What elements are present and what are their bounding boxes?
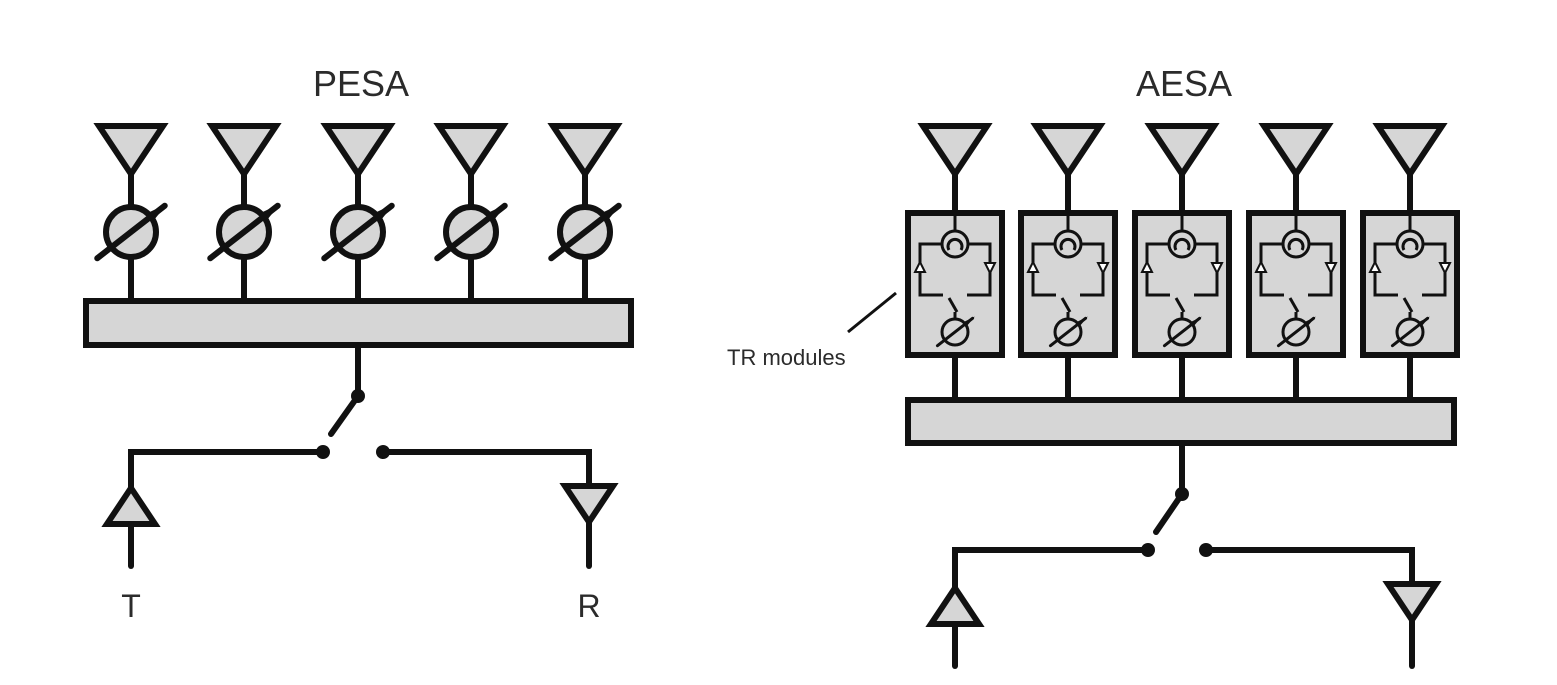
- tr-module: [1132, 210, 1232, 358]
- aesa-antenna-element: [1360, 123, 1460, 403]
- phase-shifter-icon: [207, 202, 281, 262]
- receiver-icon: [1382, 581, 1442, 669]
- circulator-icon: [1053, 229, 1083, 259]
- phase-shifter-icon: [1162, 316, 1202, 348]
- module-switch: [1402, 297, 1414, 313]
- phase-shifter-icon: [1048, 316, 1088, 348]
- aesa-feed-network: [905, 397, 1457, 446]
- phase-shifter-icon: [94, 202, 168, 262]
- pesa-antenna-element: [206, 123, 282, 304]
- tr-module: [1246, 210, 1346, 358]
- aesa-antenna-element: [905, 123, 1005, 403]
- tr-module: [1018, 210, 1118, 358]
- circulator-icon: [1167, 229, 1197, 259]
- aesa-antenna-element: [1132, 123, 1232, 403]
- tr-modules-callout: TR modules: [727, 345, 846, 370]
- phase-shifter-icon: [1390, 316, 1430, 348]
- receiver-icon: [559, 483, 619, 569]
- transmit-line: [952, 547, 1151, 591]
- receive-amplifier-icon: [1096, 262, 1110, 276]
- transmit-amplifier-icon: [1368, 259, 1382, 273]
- antenna-icon: [433, 123, 509, 180]
- phase-shifter-icon: [1276, 316, 1316, 348]
- circulator-icon: [940, 229, 970, 259]
- circulator-icon: [1281, 229, 1311, 259]
- phase-shifter-icon: [434, 202, 508, 262]
- aesa-tr-switch: [925, 440, 1442, 669]
- pesa-elements: [93, 123, 623, 304]
- module-switch: [1288, 297, 1300, 313]
- phase-shifter-icon: [321, 202, 395, 262]
- receive-amplifier-icon: [1324, 262, 1338, 276]
- antenna-icon: [320, 123, 396, 180]
- transmit-line: [128, 449, 326, 491]
- antenna-icon: [1372, 123, 1448, 180]
- module-switch: [1060, 297, 1072, 313]
- receive-amplifier-icon: [1438, 262, 1452, 276]
- antenna-icon: [1258, 123, 1334, 180]
- receive-amplifier-icon: [983, 262, 997, 276]
- tr-modules-callout-line: [847, 291, 897, 334]
- pesa-title: PESA: [313, 63, 409, 104]
- aesa-antenna-element: [1018, 123, 1118, 403]
- aesa-title: AESA: [1136, 63, 1232, 104]
- pesa-receive-label: R: [577, 588, 600, 624]
- transmitter-icon: [101, 482, 161, 569]
- transmitter-icon: [925, 582, 985, 669]
- antenna-icon: [917, 123, 993, 180]
- receive-line: [1203, 547, 1415, 587]
- pesa-antenna-element: [433, 123, 509, 304]
- switch-blade: [328, 393, 361, 437]
- transmit-amplifier-icon: [1254, 259, 1268, 273]
- pesa-panel: PESA T R: [83, 63, 634, 624]
- receive-line: [380, 449, 592, 489]
- aesa-panel: AESA TR modules: [727, 63, 1460, 669]
- transmit-amplifier-icon: [1026, 259, 1040, 273]
- aesa-antenna-element: [1246, 123, 1346, 403]
- transmit-amplifier-icon: [913, 259, 927, 273]
- pesa-feed-network: [83, 298, 634, 348]
- antenna-icon: [547, 123, 623, 180]
- switch-blade: [1153, 491, 1185, 535]
- circulator-icon: [1395, 229, 1425, 259]
- pesa-antenna-element: [320, 123, 396, 304]
- antenna-icon: [1144, 123, 1220, 180]
- antenna-icon: [93, 123, 169, 180]
- pesa-antenna-element: [93, 123, 169, 304]
- aesa-elements: [905, 123, 1460, 403]
- transmit-amplifier-icon: [1140, 259, 1154, 273]
- pesa-transmit-label: T: [121, 588, 141, 624]
- receive-amplifier-icon: [1210, 262, 1224, 276]
- pesa-antenna-element: [547, 123, 623, 304]
- module-switch: [947, 297, 959, 313]
- phase-shifter-icon: [548, 202, 622, 262]
- module-switch: [1174, 297, 1186, 313]
- antenna-icon: [1030, 123, 1106, 180]
- tr-module: [1360, 210, 1460, 358]
- pesa-tr-switch: [101, 342, 619, 569]
- tr-module: [905, 210, 1005, 358]
- phase-shifter-icon: [935, 316, 975, 348]
- antenna-icon: [206, 123, 282, 180]
